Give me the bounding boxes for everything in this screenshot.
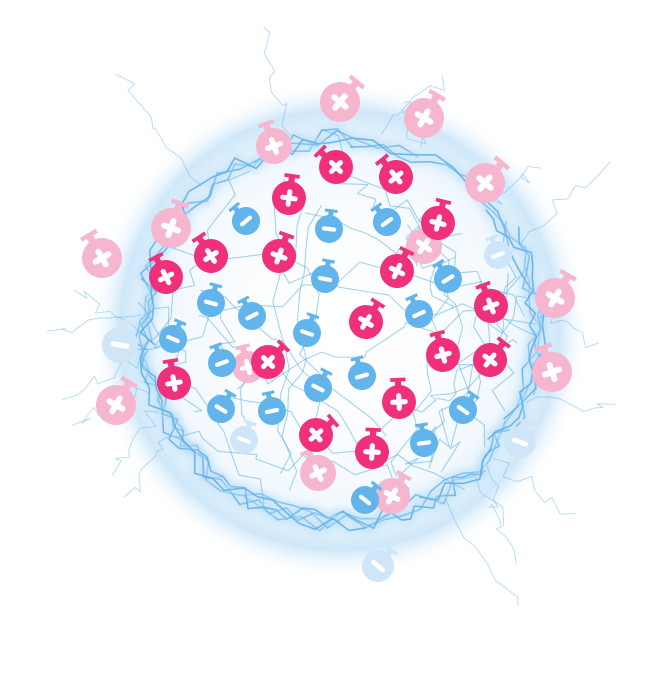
minus-charge-icon bbox=[197, 282, 225, 317]
minus-charge-icon bbox=[315, 208, 343, 243]
lightning-bolt bbox=[175, 430, 394, 482]
plus-charge-icon bbox=[80, 228, 122, 278]
plus-charge-icon bbox=[320, 74, 366, 122]
plus-charge-icon bbox=[465, 155, 511, 203]
plus-charge-icon bbox=[256, 119, 292, 164]
lightning-tendril bbox=[539, 315, 600, 349]
plus-charge-icon bbox=[299, 413, 340, 452]
minus-charge-icon bbox=[207, 388, 237, 423]
lightning-bolt bbox=[272, 178, 292, 474]
lightning-arc bbox=[148, 374, 401, 529]
lightning-tendril bbox=[491, 166, 541, 205]
minus-charge-icon bbox=[449, 390, 480, 424]
plus-charge-icon bbox=[313, 144, 353, 184]
lightning-tendril bbox=[46, 314, 142, 334]
lightning-tendril bbox=[124, 435, 171, 498]
plus-charge-icon bbox=[532, 342, 572, 392]
minus-charge-icon bbox=[102, 318, 138, 363]
lightning-tendril bbox=[445, 499, 519, 606]
plus-charge-icon bbox=[382, 377, 416, 419]
minus-charge-icon bbox=[370, 202, 401, 236]
plus-charge-icon bbox=[355, 427, 389, 469]
minus-charge-icon bbox=[348, 355, 376, 390]
lightning-tendril bbox=[520, 161, 610, 245]
plus-charge-icon bbox=[426, 329, 460, 372]
charge-particles bbox=[80, 74, 577, 582]
lightning-tendril bbox=[486, 465, 502, 525]
plus-charge-icon bbox=[96, 375, 138, 425]
lightning-tendril bbox=[526, 396, 616, 412]
minus-charge-icon bbox=[410, 422, 438, 457]
minus-charge-icon bbox=[304, 367, 333, 402]
lightning-bolt bbox=[390, 256, 456, 478]
plus-charge-icon bbox=[262, 230, 296, 273]
minus-charge-icon bbox=[208, 342, 236, 377]
plus-charge-icon bbox=[191, 231, 228, 273]
minus-charge-icon bbox=[362, 543, 399, 582]
lightning-tendril bbox=[492, 457, 577, 515]
lightning-arc bbox=[288, 137, 547, 420]
minus-charge-icon bbox=[237, 295, 266, 330]
minus-charge-icon bbox=[311, 258, 339, 293]
plus-charge-icon bbox=[474, 280, 508, 323]
plus-charge-icon bbox=[421, 197, 455, 240]
minus-charge-icon bbox=[230, 419, 258, 454]
minus-charge-icon bbox=[405, 293, 433, 328]
minus-charge-icon bbox=[228, 201, 260, 235]
lightning-bolt bbox=[200, 289, 387, 437]
minus-charge-icon bbox=[159, 318, 187, 353]
plus-charge-icon bbox=[380, 245, 415, 288]
plus-charge-icon bbox=[404, 88, 446, 138]
plus-charge-icon bbox=[374, 469, 412, 514]
plus-charge-icon bbox=[157, 357, 191, 400]
plus-charge-icon bbox=[473, 336, 511, 377]
lightning-bolt bbox=[137, 233, 463, 351]
lightning-tendril bbox=[73, 289, 141, 336]
minus-charge-icon bbox=[432, 258, 462, 293]
minus-charge-icon bbox=[484, 234, 512, 269]
lightning-bolt bbox=[140, 170, 251, 368]
sphere-glow bbox=[90, 80, 590, 580]
lightning-tendril bbox=[111, 410, 159, 476]
minus-charge-icon bbox=[351, 480, 383, 514]
lightning-tendril bbox=[263, 27, 292, 137]
lightning-tendril bbox=[380, 75, 445, 135]
lightning-tendril bbox=[62, 355, 143, 400]
lightning-arc bbox=[485, 209, 538, 440]
minus-charge-icon bbox=[504, 418, 536, 458]
plus-charge-icon bbox=[535, 268, 577, 318]
plus-charge-icon bbox=[148, 252, 183, 294]
plus-charge-icon bbox=[272, 173, 306, 215]
plus-charge-icon bbox=[349, 297, 386, 339]
lightning-tendril bbox=[115, 74, 203, 187]
plus-charge-icon bbox=[251, 339, 291, 379]
plus-charge-icon bbox=[151, 198, 191, 248]
minus-charge-icon bbox=[258, 390, 286, 425]
plus-charge-icon bbox=[374, 153, 413, 194]
lightning-tendril bbox=[475, 476, 517, 564]
lightning-arc bbox=[139, 309, 367, 532]
lightning-bolt bbox=[198, 314, 377, 450]
minus-charge-icon bbox=[293, 312, 321, 347]
